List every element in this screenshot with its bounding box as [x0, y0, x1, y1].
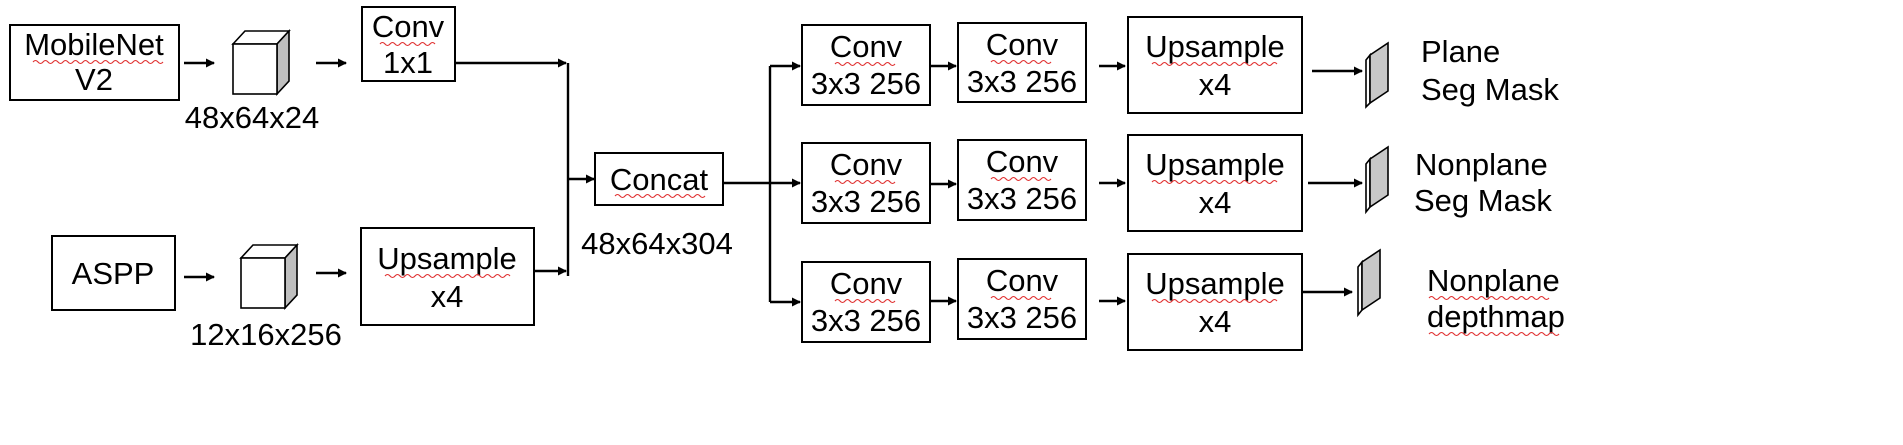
head-3-conv-a-label: Conv: [830, 266, 903, 301]
head-1-output-label: Plane: [1421, 34, 1500, 69]
feature-tensor-cube-mobilenet: [231, 28, 291, 97]
conv-1x1-kernel-label: 1x1: [383, 45, 433, 80]
feature-tensor-cube-aspp: [239, 242, 299, 311]
head-1-upsample-factor: x4: [1199, 67, 1232, 102]
head-1-output-map: [1365, 41, 1389, 109]
head-1-conv-b-params: 3x3 256: [967, 64, 1077, 99]
tensor-size-aspp: 12x16x256: [190, 317, 342, 352]
head-nonplane-depthmap: Conv 3x3 256 Conv 3x3 256 Upsample x4 No…: [801, 248, 1565, 351]
concat-label: Concat: [610, 162, 709, 197]
head-2-output-label: Nonplane: [1415, 147, 1548, 182]
head-3-upsample-label: Upsample: [1145, 266, 1285, 301]
mobilenet-version-label: V2: [75, 62, 113, 97]
head-2-output-sublabel: Seg Mask: [1414, 183, 1552, 218]
head-3-upsample-factor: x4: [1199, 304, 1232, 339]
head-2-conv-b-block: Conv 3x3 256: [957, 139, 1087, 221]
upsample-aspp-block: Upsample x4: [360, 227, 535, 326]
head-2-conv-a-block: Conv 3x3 256: [801, 142, 931, 224]
head-3-conv-b-label: Conv: [986, 263, 1059, 298]
tensor-size-concat: 48x64x304: [581, 226, 733, 261]
head-3-conv-a-block: Conv 3x3 256: [801, 261, 931, 343]
mobilenet-label: MobileNet: [24, 27, 164, 62]
upsample-aspp-label: Upsample: [377, 241, 517, 276]
head-nonplane-seg-mask: Conv 3x3 256 Conv 3x3 256 Upsample x4 No…: [801, 134, 1552, 232]
mobilenet-v2-block: MobileNet V2: [9, 24, 180, 101]
head-2-conv-b-params: 3x3 256: [967, 181, 1077, 216]
head-1-conv-a-params: 3x3 256: [811, 66, 921, 101]
head-1-conv-b-label: Conv: [986, 27, 1059, 62]
head-2-upsample-label: Upsample: [1145, 147, 1285, 182]
concat-block: Concat: [594, 152, 724, 206]
head-3-conv-a-params: 3x3 256: [811, 303, 921, 338]
head-3-conv-b-params: 3x3 256: [967, 300, 1077, 335]
head-1-output-sublabel: Seg Mask: [1421, 72, 1559, 107]
head-3-output-map: [1357, 248, 1381, 318]
aspp-block: ASPP: [51, 235, 176, 311]
tensor-size-mobilenet: 48x64x24: [185, 100, 319, 135]
upsample-aspp-factor-label: x4: [431, 279, 464, 314]
head-3-output-label: Nonplane: [1427, 263, 1560, 298]
aspp-label: ASPP: [72, 256, 155, 291]
head-2-upsample-factor: x4: [1199, 185, 1232, 220]
head-3-upsample-block: Upsample x4: [1127, 253, 1303, 351]
conv-1x1-block: Conv 1x1: [361, 6, 456, 82]
head-1-upsample-block: Upsample x4: [1127, 16, 1303, 114]
head-1-conv-a-block: Conv 3x3 256: [801, 24, 931, 106]
head-1-conv-a-label: Conv: [830, 29, 903, 64]
head-2-upsample-block: Upsample x4: [1127, 134, 1303, 232]
head-2-output-map: [1365, 145, 1389, 215]
head-2-conv-b-label: Conv: [986, 144, 1059, 179]
head-1-conv-b-block: Conv 3x3 256: [957, 22, 1087, 103]
head-1-upsample-label: Upsample: [1145, 29, 1285, 64]
head-plane-seg-mask: Conv 3x3 256 Conv 3x3 256 Upsample x4 Pl…: [801, 16, 1559, 114]
head-2-conv-a-label: Conv: [830, 147, 903, 182]
head-3-conv-b-block: Conv 3x3 256: [957, 258, 1087, 340]
head-2-conv-a-params: 3x3 256: [811, 184, 921, 219]
conv-1x1-label: Conv: [372, 9, 445, 44]
head-3-output-sublabel: depthmap: [1427, 299, 1565, 334]
